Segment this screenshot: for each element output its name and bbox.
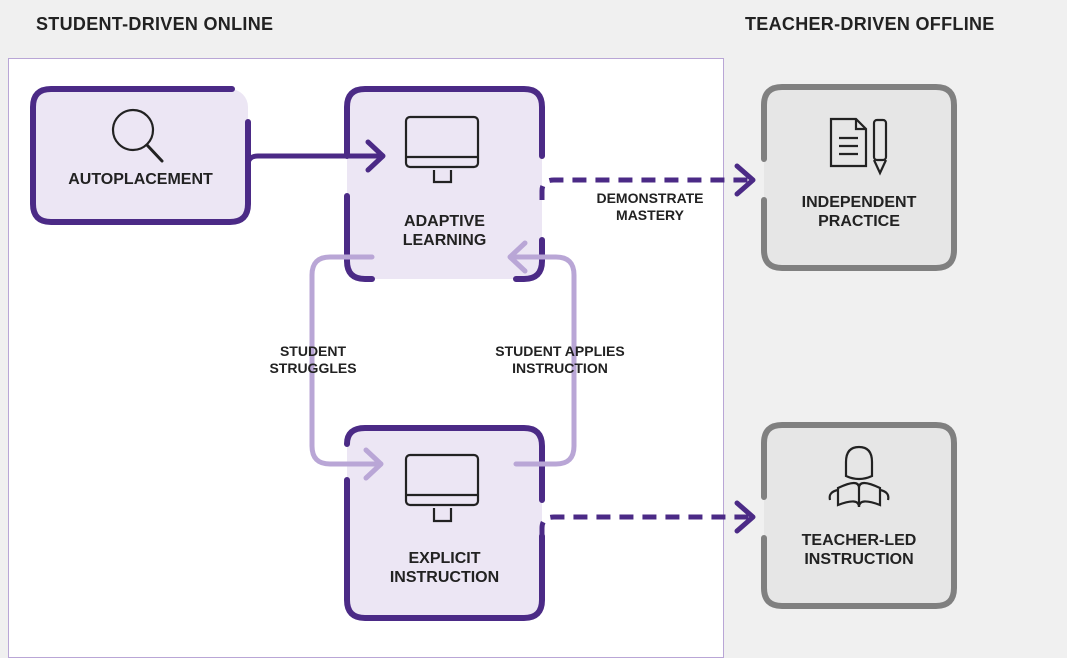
student-applies-label-line2: INSTRUCTION [512,359,608,376]
offline-section-title: TEACHER-DRIVEN OFFLINE [745,14,995,34]
independent-practice-label-line1: INDEPENDENT [801,194,917,211]
arrow-explicit-to-teacher-led [539,500,756,536]
teacher-led-instruction-label: TEACHER-LED INSTRUCTION [764,531,954,569]
online-section-title: STUDENT-DRIVEN ONLINE [36,14,274,34]
document-pencil-icon [829,117,888,176]
student-struggles-label-line1: STUDENT [279,343,347,359]
monitor-icon [404,453,480,523]
teacher-led-instruction-node [761,422,957,609]
teacher-led-instruction-label-line2: INSTRUCTION [804,551,914,569]
adaptive-learning-node [344,86,545,282]
autoplacement-node [30,86,251,225]
arrow-student-struggles [309,254,384,481]
student-applies-label-line1: STUDENT APPLIES [495,343,625,359]
magnifier-icon [111,108,164,163]
adaptive-learning-label-line1: ADAPTIVE [404,213,485,230]
student-struggles-label-line2: STRUGGLES [269,359,357,376]
teacher-reading-icon [828,445,890,508]
independent-practice-node [761,84,957,271]
independent-practice-label-line2: PRACTICE [818,213,900,231]
demonstrate-mastery-label: DEMONSTRATE MASTERY [560,190,740,224]
autoplacement-label: AUTOPLACEMENT [68,171,213,188]
adaptive-learning-label: ADAPTIVE LEARNING [347,212,542,250]
arrow-demonstrate-mastery [539,163,756,200]
teacher-led-instruction-label-line1: TEACHER-LED [801,532,917,549]
monitor-icon [404,115,480,184]
demonstrate-mastery-label-line1: DEMONSTRATE [596,190,704,206]
independent-practice-label: INDEPENDENT PRACTICE [764,193,954,231]
arrow-autoplacement-to-adaptive [245,139,386,179]
student-struggles-label: STUDENT STRUGGLES [248,343,378,377]
student-applies-label: STUDENT APPLIES INSTRUCTION [470,343,650,377]
explicit-instruction-node [344,425,545,621]
demonstrate-mastery-label-line2: MASTERY [616,206,684,223]
explicit-instruction-label-line1: EXPLICIT [408,550,481,567]
explicit-instruction-label-line2: INSTRUCTION [389,569,500,587]
adaptive-learning-label-line2: LEARNING [402,232,487,250]
explicit-instruction-label: EXPLICIT INSTRUCTION [347,549,542,587]
arrow-student-applies [507,240,577,467]
